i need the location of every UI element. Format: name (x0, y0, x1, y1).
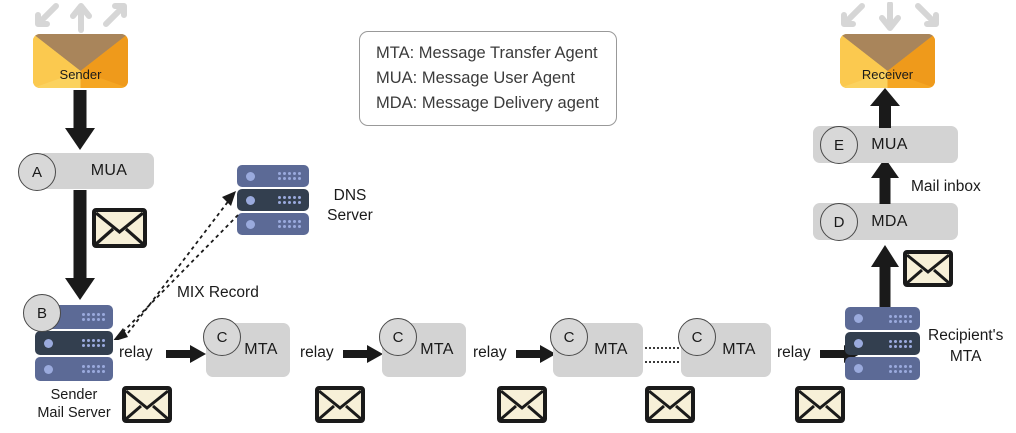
node-mta-4-label: MTA (722, 341, 756, 358)
relay-label-2: relay (300, 344, 334, 361)
server-tier-middle (35, 331, 113, 355)
node-mta-3-label: MTA (594, 341, 628, 358)
arrow-relay-1 (166, 345, 206, 363)
arrow-sender-to-mua (65, 90, 95, 150)
step-badge-c-2: C (379, 318, 417, 356)
legend-line-mua: MUA: Message User Agent (376, 69, 575, 87)
sender-mail-server-stack (35, 305, 113, 383)
dns-lookup-arrows (113, 191, 239, 340)
recipient-server-tier-middle (845, 332, 920, 355)
arrow-mua-to-receiver (870, 88, 900, 128)
dns-tier-top (237, 165, 309, 187)
mail-inbox-label: Mail inbox (911, 178, 981, 195)
envelope-icon-mua-sender (92, 208, 147, 253)
recipient-mta-server-stack (845, 307, 920, 381)
legend-line-mta: MTA: Message Transfer Agent (376, 44, 598, 62)
sender-label: Sender (59, 67, 102, 82)
dns-server-stack (237, 165, 309, 237)
dns-tier-middle (237, 189, 309, 211)
sender-outgoing-arrows-icon (35, 3, 127, 33)
step-badge-c-4: C (678, 318, 716, 356)
arrow-relay-2 (343, 345, 383, 363)
step-badge-b: B (23, 294, 61, 332)
recipient-server-tier-bottom (845, 357, 920, 380)
relay-label-3: relay (473, 344, 507, 361)
arrow-relay-3 (516, 345, 556, 363)
mix-record-label: MIX Record (177, 284, 259, 301)
arrow-recipient-mta-to-mda (871, 245, 899, 307)
step-badge-c-3: C (550, 318, 588, 356)
arrow-mda-to-mua (871, 158, 899, 204)
dns-tier-bottom (237, 213, 309, 235)
recipient-server-tier-top (845, 307, 920, 330)
node-mda-receiver-label: MDA (871, 212, 908, 230)
step-badge-c-1: C (203, 318, 241, 356)
legend-box: MTA: Message Transfer Agent MUA: Message… (359, 31, 617, 126)
relay-label-1: relay (119, 344, 153, 361)
recipient-mta-label: Recipient's MTA (928, 327, 1004, 365)
node-mta-1-label: MTA (244, 341, 278, 358)
receiver-incoming-arrows-icon (841, 2, 939, 31)
arrow-mua-to-sender-mail-server (65, 190, 95, 300)
envelope-icon-mta-4 (795, 386, 845, 429)
sender-mail-server-label: Sender Mail Server (37, 387, 111, 421)
node-mua-sender[interactable]: MUA (38, 153, 154, 189)
node-mta-4[interactable]: MTA (681, 323, 771, 377)
relay-label-4: relay (777, 344, 811, 361)
step-badge-a: A (18, 153, 56, 191)
envelope-icon-mta-1 (315, 386, 365, 429)
chain-continuation-dots-upper (645, 347, 679, 349)
chain-continuation-dots-lower (645, 361, 679, 363)
receiver-label: Receiver (861, 67, 914, 82)
envelope-icon-mta-3 (645, 386, 695, 429)
legend-line-mda: MDA: Message Delivery agent (376, 94, 599, 112)
node-mta-2-label: MTA (420, 341, 454, 358)
step-badge-e: E (820, 126, 858, 164)
receiver-envelope-avatar: Receiver (840, 34, 935, 88)
server-tier-bottom (35, 357, 113, 381)
node-mua-receiver-label: MUA (871, 135, 908, 153)
envelope-icon-recipient-mta (903, 250, 953, 293)
sender-envelope-avatar: Sender (33, 34, 128, 88)
envelope-icon-mta-2 (497, 386, 547, 429)
step-badge-d: D (820, 203, 858, 241)
dns-server-label: DNS Server (327, 187, 373, 224)
node-mua-sender-label: MUA (90, 162, 128, 179)
envelope-icon-sender-server (122, 386, 172, 429)
